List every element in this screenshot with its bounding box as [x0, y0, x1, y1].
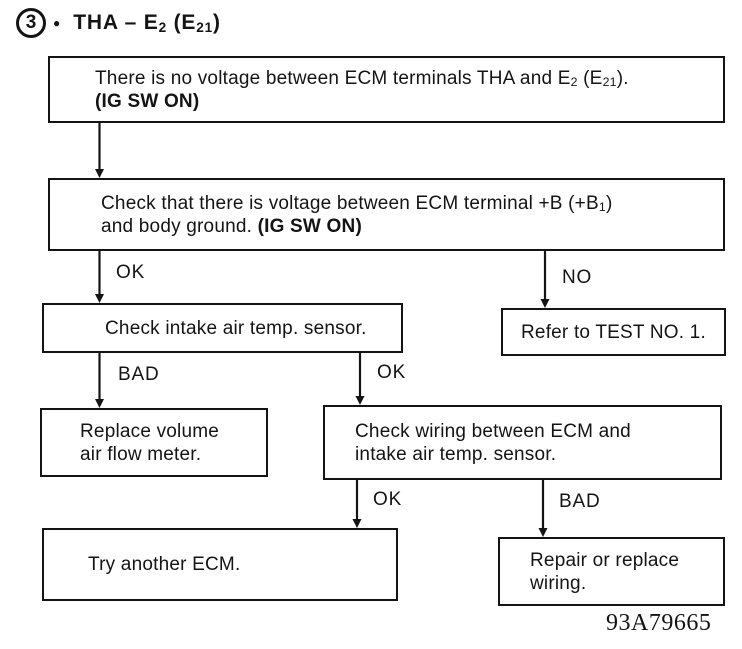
node-try-ecm: Try another ECM.: [42, 528, 398, 601]
text-segment: Check that there is voltage between ECM …: [101, 192, 599, 214]
node-check-wiring-line2: intake air temp. sensor.: [355, 443, 557, 465]
node-refer-test: Refer to TEST NO. 1.: [501, 308, 726, 356]
node-no-voltage: There is no voltage between ECM terminal…: [48, 56, 725, 123]
title-segment: (E: [166, 11, 197, 34]
connector-sensor-bad-to-replace-meter: [95, 353, 104, 408]
text-segment: ).: [616, 67, 629, 89]
connector-wiring-bad-to-repair: [538, 480, 548, 537]
text-segment: There is no voltage between ECM terminal…: [95, 67, 571, 89]
connector-start-to-check-voltage: [95, 123, 104, 178]
node-replace-meter: Replace volume air flow meter.: [40, 408, 268, 477]
node-check-wiring: Check wiring between ECM and intake air …: [323, 405, 722, 480]
title-segment: THA – E: [73, 11, 159, 34]
text-segment: ): [605, 192, 613, 214]
branch-label-sensor-ok: OK: [377, 362, 407, 383]
connector-sensor-ok-to-check-wiring: [355, 353, 365, 405]
subscript: 1: [598, 200, 606, 215]
branch-label-wiring-bad: BAD: [559, 491, 601, 512]
node-check-wiring-line1: Check wiring between ECM and: [355, 420, 631, 442]
connector-voltage-no-to-refer-test: [540, 251, 550, 308]
branch-label-wiring-ok: OK: [373, 489, 403, 510]
text-segment: and body ground.: [101, 215, 258, 237]
connector-wiring-ok-to-try-ecm: [352, 480, 362, 528]
branch-label-voltage-no: NO: [562, 267, 593, 288]
title-subscript: 21: [196, 20, 214, 35]
title-segment: ): [213, 11, 221, 34]
chart-title: 3 ● THA – E2 (E21): [16, 8, 221, 38]
branch-label-voltage-ok: OK: [116, 262, 146, 283]
node-repair-wiring-line1: Repair or replace: [530, 549, 680, 571]
node-check-voltage-line2: and body ground. (IG SW ON): [101, 215, 723, 238]
node-check-voltage: Check that there is voltage between ECM …: [48, 178, 725, 251]
subscript: 2: [570, 75, 578, 90]
node-try-ecm-text: Try another ECM.: [88, 554, 241, 575]
subscript: 21: [602, 75, 617, 90]
text-segment: (E: [577, 67, 603, 89]
node-no-voltage-line2: (IG SW ON): [95, 90, 200, 112]
text-segment-bold: (IG SW ON): [257, 215, 362, 237]
step-number: 3: [25, 12, 37, 33]
title-subscript: 2: [158, 20, 167, 35]
node-repair-wiring: Repair or replace wiring.: [498, 537, 725, 606]
node-replace-meter-line1: Replace volume: [80, 420, 220, 442]
node-check-sensor: Check intake air temp. sensor.: [42, 303, 403, 353]
title-text: THA – E2 (E21): [73, 11, 221, 35]
connector-voltage-ok-to-check-sensor: [95, 251, 104, 303]
node-no-voltage-line1: There is no voltage between ECM terminal…: [95, 67, 723, 90]
node-repair-wiring-line2: wiring.: [530, 572, 587, 594]
figure-number: 93A79665: [606, 610, 712, 636]
node-replace-meter-line2: air flow meter.: [80, 443, 202, 465]
step-number-badge: 3: [16, 8, 46, 38]
branch-label-sensor-bad: BAD: [118, 364, 160, 385]
node-check-sensor-text: Check intake air temp. sensor.: [105, 317, 367, 339]
node-refer-test-text: Refer to TEST NO. 1.: [521, 321, 706, 343]
node-check-voltage-line1: Check that there is voltage between ECM …: [101, 192, 723, 215]
bullet-icon: ●: [53, 16, 61, 30]
